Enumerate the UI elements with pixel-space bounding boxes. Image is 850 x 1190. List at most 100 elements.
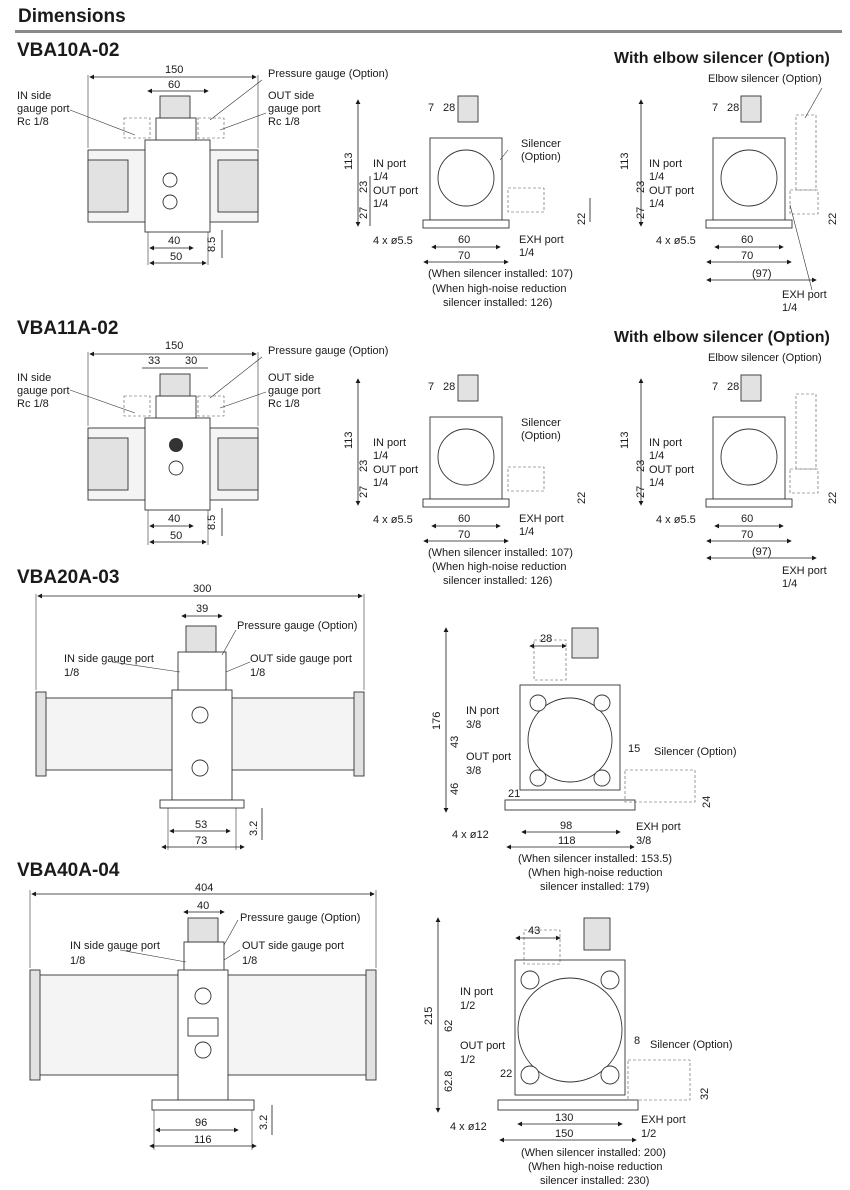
vba11a-cylinder-right xyxy=(217,437,259,491)
vba10a-dim-8-5: 8.5 xyxy=(206,237,218,252)
vba40a-dim-116: 116 xyxy=(194,1134,212,1146)
vba40a-side-dim-150: 150 xyxy=(555,1128,573,1140)
vba20a-side-dim-15: 15 xyxy=(628,743,640,755)
vba20a-in-gauge-port-size: 1/8 xyxy=(64,667,80,679)
vba11a-side-dim-22: 22 xyxy=(576,492,588,504)
vba40a-regulator xyxy=(183,941,225,971)
vba11a-elbow-dim-7: 7 xyxy=(712,381,718,393)
vba10a-elbow-dim-70: 70 xyxy=(741,250,753,262)
vba10a-elbow-in-port-label: IN port xyxy=(649,158,683,170)
vba11a-port-circle-top xyxy=(169,438,183,452)
vba10a-in-gauge-port-label: IN side gauge port Rc 1/8 xyxy=(17,90,70,128)
vba11a-elbow-base xyxy=(705,498,793,508)
vba11a-out-port-label: OUT port xyxy=(373,464,419,476)
vba10a-side-dim-113: 113 xyxy=(343,152,355,170)
vba20a-side-cylinder xyxy=(527,697,613,783)
vba40a-dim-40: 40 xyxy=(197,900,209,912)
vba20a-side-dim-holes: 4 x ø12 xyxy=(452,829,489,841)
vba11a-note-high-noise-value: silencer installed: 126) xyxy=(443,575,553,587)
vba20a-side-dim-24: 24 xyxy=(701,796,713,808)
vba10a-dim-60: 60 xyxy=(168,79,180,91)
vba20a-exh-port-size: 3/8 xyxy=(636,835,652,847)
model-title-vba11a: VBA11A-02 xyxy=(17,318,119,339)
vba10a-side-dim-22: 22 xyxy=(576,213,588,225)
vba40a-label-plate xyxy=(187,1017,219,1037)
vba40a-knob xyxy=(187,917,219,943)
vba10a-center-block xyxy=(144,139,211,233)
model-title-vba20a: VBA20A-03 xyxy=(17,567,120,588)
vba10a-side-silencer xyxy=(507,187,545,213)
vba40a-note-silencer: (When silencer installed: 200) xyxy=(521,1147,666,1159)
vba40a-exh-port-label: EXH port xyxy=(641,1114,686,1126)
vba10a-side-view: 113 7 28 23 27 60 70 22 4 x ø5.5 xyxy=(343,95,591,265)
vba11a-side-dim-70: 70 xyxy=(458,529,470,541)
vba11a-elbow-dim-23: 23 xyxy=(635,460,647,472)
vba40a-out-port-size: 1/2 xyxy=(460,1054,476,1066)
vba10a-elbow-dim-27: 27 xyxy=(635,207,647,219)
vba40a-side-dim-62: 62 xyxy=(443,1020,455,1032)
vba20a-dim-39: 39 xyxy=(196,603,208,615)
model-title-vba40a: VBA40A-04 xyxy=(17,860,120,881)
vba11a-dim-33: 33 xyxy=(148,355,160,367)
vba10a-elbow-dim-7: 7 xyxy=(712,102,718,114)
vba10a-side-dim-70: 70 xyxy=(458,250,470,262)
vba10a-elbow-exh-port-label: EXH port xyxy=(782,289,827,301)
vba11a-side-dim-60: 60 xyxy=(458,513,470,525)
vba20a-out-gauge-port-label: OUT side gauge port xyxy=(250,653,352,665)
vba20a-side-dim-118: 118 xyxy=(558,835,576,847)
vba40a-side-dim-32: 32 xyxy=(699,1088,711,1100)
vba20a-port-circle-top xyxy=(191,706,209,724)
vba11a-elbow-silencer-label: Elbow silencer (Option) xyxy=(708,352,822,364)
vba20a-port-circle-bottom xyxy=(191,759,209,777)
vba10a-port-circle-top xyxy=(162,172,178,188)
vba11a-out-gauge-port-label: OUT side gauge port Rc 1/8 xyxy=(268,372,321,410)
vba20a-note-silencer: (When silencer installed: 153.5) xyxy=(518,853,673,865)
vba11a-elbow-out-port-size: 1/4 xyxy=(649,477,665,489)
vba10a-elbow-dim-holes: 4 x ø5.5 xyxy=(656,235,696,247)
vba20a-end-cap-right xyxy=(353,691,365,777)
vba40a-bolt-tl xyxy=(520,970,540,990)
vba10a-side-dim-holes: 4 x ø5.5 xyxy=(373,235,413,247)
vba10a-side-dim-27: 27 xyxy=(358,207,370,219)
vba11a-side-silencer xyxy=(507,466,545,492)
page-title: Dimensions xyxy=(18,6,126,27)
vba10a-elbow-exh-port-size: 1/4 xyxy=(782,302,798,314)
vba40a-in-port-label: IN port xyxy=(460,986,494,998)
vba10a-elbow-in-port-size: 1/4 xyxy=(649,171,665,183)
header-rule xyxy=(15,30,842,33)
vba11a-elbow-cylinder xyxy=(720,428,778,486)
vba40a-pressure-gauge-label: Pressure gauge (Option) xyxy=(240,912,361,924)
vba40a-side-cylinder xyxy=(517,977,623,1083)
vba10a-port-circle-bottom xyxy=(162,194,178,210)
vba11a-note-silencer: (When silencer installed: 107) xyxy=(428,547,573,559)
vba20a-side-dim-46: 46 xyxy=(449,783,461,795)
vba10a-out-gauge-port-label: OUT side gauge port Rc 1/8 xyxy=(268,90,321,128)
vba11a-elbow-out-port-label: OUT port xyxy=(649,464,695,476)
vba10a-elbow-out-port-label: OUT port xyxy=(649,185,695,197)
vba10a-pressure-gauge-label: Pressure gauge (Option) xyxy=(268,68,389,80)
vba10a-front-view: 150 60 40 50 8.5 xyxy=(69,64,267,266)
vba40a-side-knob xyxy=(583,917,611,951)
vba10a-elbow-cylinder xyxy=(720,149,778,207)
vba40a-side-dim-holes: 4 x ø12 xyxy=(450,1121,487,1133)
vba11a-elbow-dim-97: (97) xyxy=(752,546,772,558)
vba10a-note-silencer: (When silencer installed: 107) xyxy=(428,268,573,280)
vba40a-dim-404: 404 xyxy=(195,882,213,894)
vba20a-in-port-label: IN port xyxy=(466,705,500,717)
vba11a-side-dim-7: 7 xyxy=(428,381,434,393)
vba40a-side-dim-8: 8 xyxy=(634,1035,640,1047)
vba10a-elbow-dim-113: 113 xyxy=(619,152,631,170)
vba11a-elbow-dim-70: 70 xyxy=(741,529,753,541)
vba40a-side-dim-62-8: 62.8 xyxy=(443,1071,455,1092)
vba10a-elbow-dim-60: 60 xyxy=(741,234,753,246)
vba40a-side-silencer xyxy=(627,1059,691,1101)
vba10a-exh-port-label: EXH port xyxy=(519,234,564,246)
vba11a-dim-150: 150 xyxy=(165,340,183,352)
vba11a-regulator xyxy=(155,395,197,419)
vba10a-out-port-size: 1/4 xyxy=(373,198,389,210)
vba11a-dim-30: 30 xyxy=(185,355,197,367)
vba40a-dim-96: 96 xyxy=(195,1117,207,1129)
vba20a-out-gauge-port-size: 1/8 xyxy=(250,667,266,679)
vba20a-in-gauge-port-label: IN side gauge port xyxy=(64,653,154,665)
